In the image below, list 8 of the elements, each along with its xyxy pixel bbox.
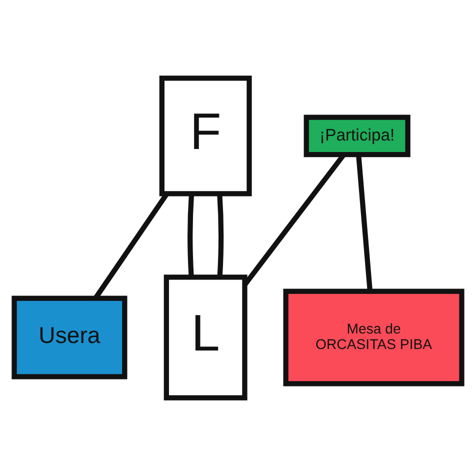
node-box: L: [163, 274, 247, 400]
node-box: F: [158, 75, 252, 196]
node-box: Usera: [11, 295, 127, 379]
node-box: Mesa de ORCASITAS PIBA: [282, 288, 464, 386]
connector: [216, 193, 224, 277]
connector: [187, 193, 194, 277]
node-box: ¡Participa!: [303, 114, 410, 157]
connector: [356, 154, 372, 291]
